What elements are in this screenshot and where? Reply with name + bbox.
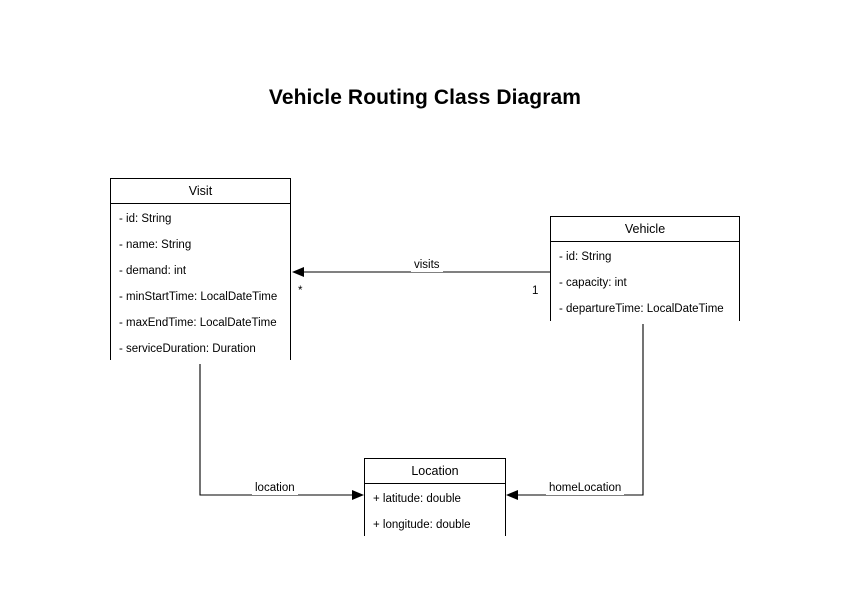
edge-home-location xyxy=(506,321,644,500)
class-attribute: - demand: int xyxy=(119,265,187,277)
class-name-vehicle: Vehicle xyxy=(551,217,739,242)
edge-visits xyxy=(292,267,550,277)
page-title: Vehicle Routing Class Diagram xyxy=(268,86,582,109)
class-box-vehicle[interactable]: Vehicle - id: String - capacity: int - d… xyxy=(550,216,740,324)
class-attribute: + latitude: double xyxy=(373,493,461,505)
class-attribute: - serviceDuration: Duration xyxy=(119,343,256,355)
class-attribute: - minStartTime: LocalDateTime xyxy=(119,291,278,303)
class-attributes-visit: - id: String - name: String - demand: in… xyxy=(111,204,290,364)
multiplicity-visits-source: 1 xyxy=(532,285,539,297)
class-attribute: + longitude: double xyxy=(373,519,471,531)
edge-label-home-location: homeLocation xyxy=(546,482,625,495)
edge-label-location: location xyxy=(252,482,298,495)
edge-location xyxy=(199,360,364,500)
class-attribute: - name: String xyxy=(119,239,192,251)
class-attribute: - capacity: int xyxy=(559,277,627,289)
class-attribute: - id: String xyxy=(119,213,172,225)
class-attributes-vehicle: - id: String - capacity: int - departure… xyxy=(551,242,739,324)
class-attribute: - maxEndTime: LocalDateTime xyxy=(119,317,277,329)
class-name-visit: Visit xyxy=(111,179,290,204)
class-box-location[interactable]: Location + latitude: double + longitude:… xyxy=(364,458,506,540)
class-attributes-location: + latitude: double + longitude: double xyxy=(365,484,505,540)
class-name-location: Location xyxy=(365,459,505,484)
class-attribute: - id: String xyxy=(559,251,612,263)
class-box-visit[interactable]: Visit - id: String - name: String - dema… xyxy=(110,178,291,364)
edge-label-visits: visits xyxy=(411,259,443,272)
class-attribute: - departureTime: LocalDateTime xyxy=(559,303,724,315)
multiplicity-visits-target: * xyxy=(298,285,303,297)
